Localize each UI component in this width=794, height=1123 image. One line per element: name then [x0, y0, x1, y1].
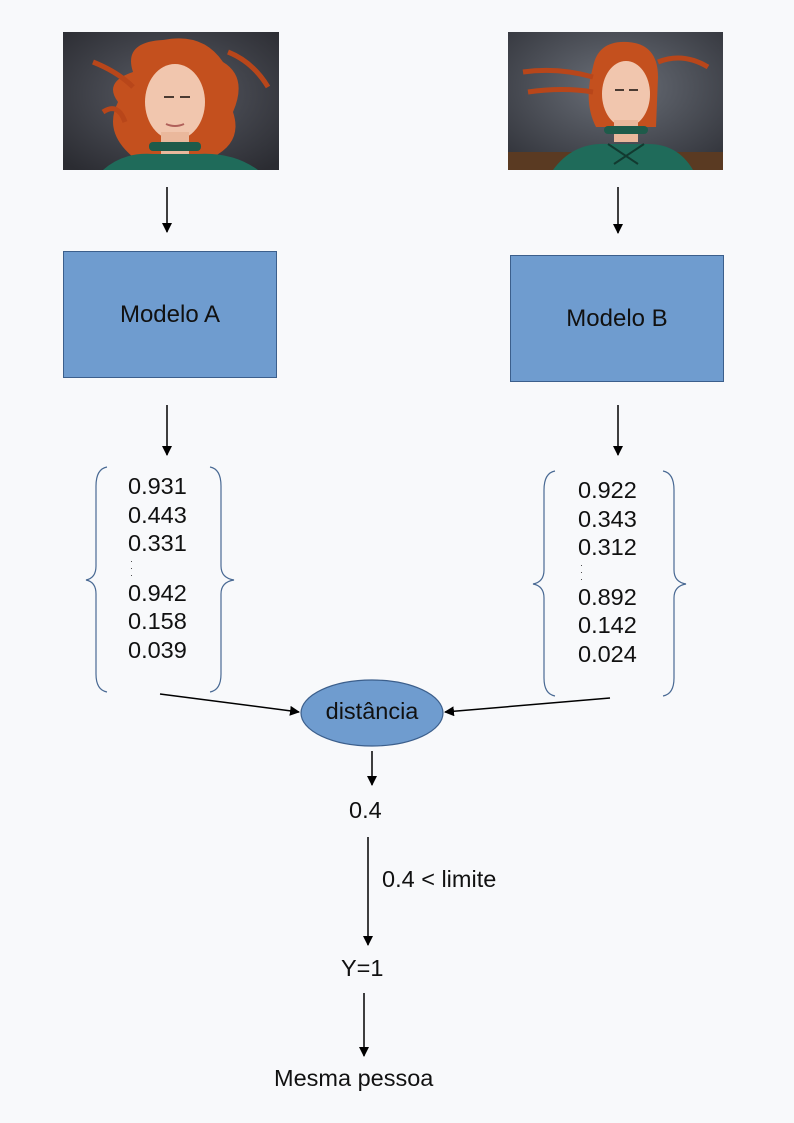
embedding-vector-b: 0.922 0.343 0.312 ··· 0.892 0.142 0.024 [578, 476, 637, 668]
model-b-box: Modelo B [510, 255, 724, 382]
vector-a-value: 0.931 [128, 473, 187, 499]
embedding-vector-a: 0.931 0.443 0.331 ··· 0.942 0.158 0.039 [128, 472, 187, 664]
arrow-vector-b-to-distance [444, 697, 611, 717]
vector-b-value: 0.312 [578, 534, 637, 560]
threshold-condition: 0.4 < limite [382, 866, 497, 892]
distance-value: 0.4 [349, 797, 382, 823]
model-a-label: Modelo A [119, 300, 221, 328]
vector-a-value: 0.443 [128, 501, 187, 528]
distance-label: distância [325, 698, 419, 724]
photo-a [63, 32, 279, 170]
photo-b [508, 32, 723, 170]
vector-a-value: 0.158 [128, 608, 187, 634]
vector-b-value: 0.922 [578, 477, 637, 503]
brace-right-a [209, 466, 235, 693]
vector-b-value: 0.892 [578, 583, 637, 610]
portrait-photo-icon [63, 32, 279, 170]
vector-b-value: 0.343 [578, 505, 637, 532]
model-a-box: Modelo A [63, 251, 277, 378]
distance-ellipse [300, 679, 444, 747]
arrow-vector-a-to-distance [159, 693, 300, 716]
vector-a-ellipsis: ··· [130, 555, 133, 580]
portrait-photo-icon [508, 32, 723, 170]
vector-b-value: 0.024 [578, 640, 637, 667]
brace-left-b [532, 470, 556, 697]
brace-right-b [662, 470, 687, 697]
vector-b-value: 0.142 [578, 612, 637, 638]
brace-left-a [85, 466, 108, 693]
vector-a-value: 0.039 [128, 636, 187, 663]
model-b-label: Modelo B [566, 304, 668, 332]
result-label: Y=1 [341, 955, 384, 981]
vector-a-value: 0.942 [128, 579, 187, 606]
conclusion-label: Mesma pessoa [274, 1065, 434, 1091]
vector-b-ellipsis: ··· [580, 559, 583, 584]
vector-a-value: 0.331 [128, 530, 187, 556]
